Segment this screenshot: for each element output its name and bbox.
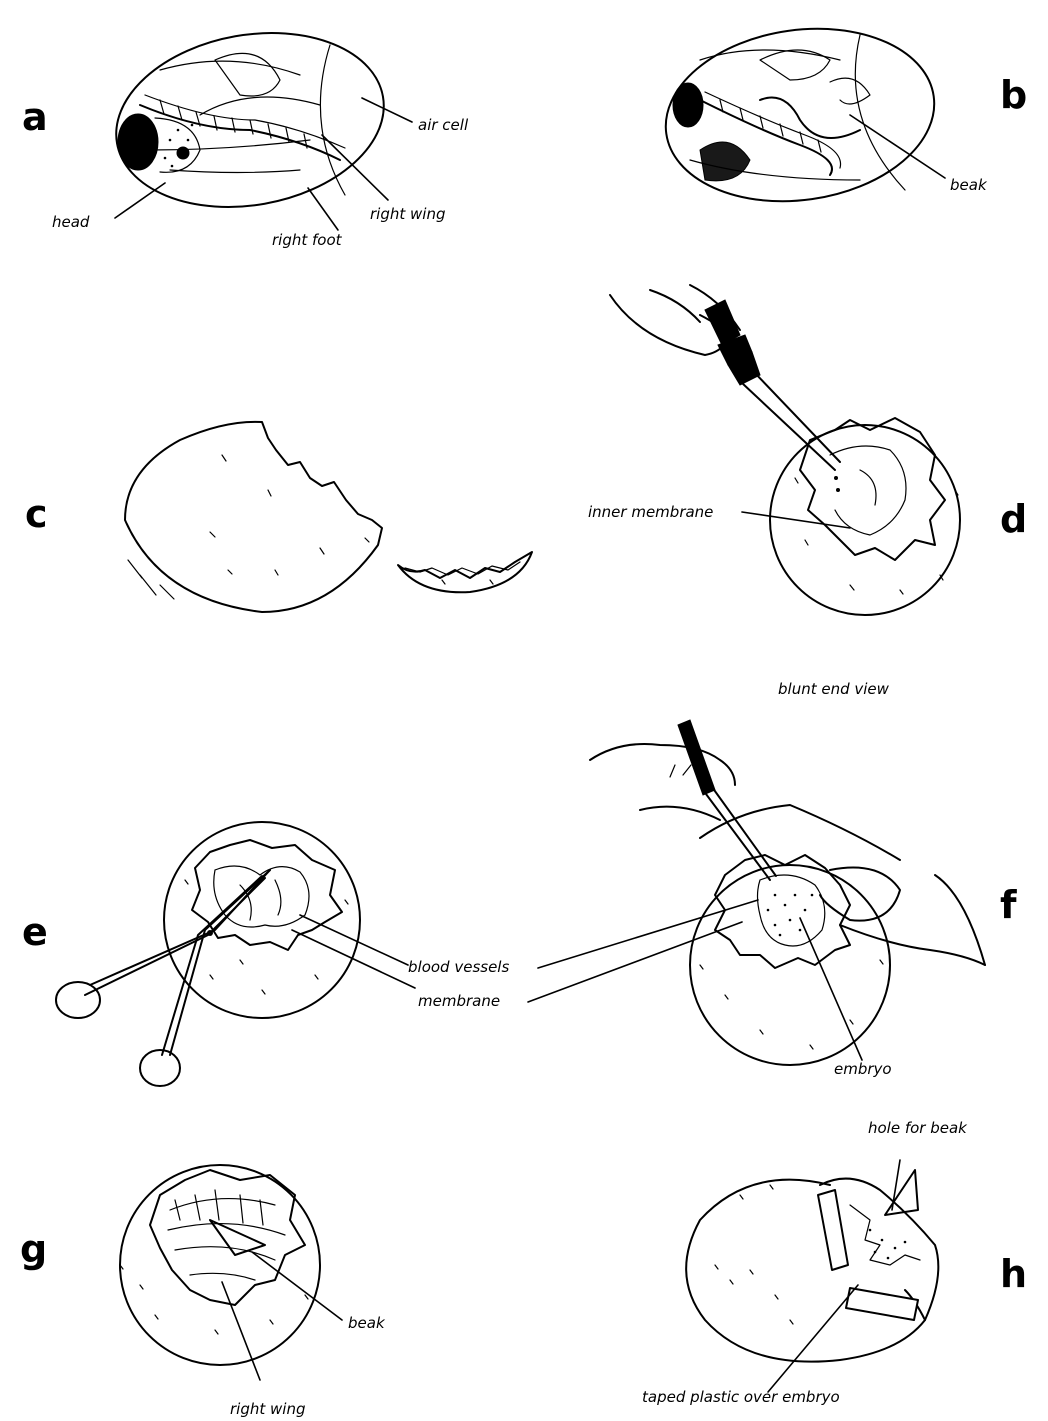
panel-letter-h: h (1000, 1252, 1027, 1296)
label-taped-plastic: taped plastic over embryo (642, 1388, 840, 1406)
label-head: head (52, 213, 90, 231)
label-beak-g: beak (348, 1314, 386, 1332)
panel-letter-b: b (1000, 73, 1027, 117)
egg-with-embryo-b (654, 12, 945, 218)
cut-eggshell (125, 422, 532, 612)
egg-with-scissors (56, 822, 360, 1086)
label-blood-vessels: blood vessels (408, 958, 509, 976)
label-inner-membrane: inner membrane (588, 503, 713, 521)
label-membrane: membrane (418, 992, 500, 1010)
caption-blunt-end-view: blunt end view (778, 680, 890, 698)
label-beak-b: beak (950, 176, 988, 194)
hand-with-dropper (610, 285, 840, 470)
label-hole-for-beak: hole for beak (868, 1119, 968, 1137)
panel-g: g beak right wing (20, 1165, 386, 1418)
panel-letter-d: d (1000, 497, 1027, 541)
label-air-cell: air cell (418, 116, 469, 134)
panel-letter-g: g (20, 1227, 47, 1271)
label-embryo: embryo (834, 1060, 892, 1078)
label-right-wing-a: right wing (370, 205, 445, 223)
panel-b: b beak (654, 12, 1027, 218)
panel-letter-f: f (1000, 883, 1017, 927)
panel-h: h hole for beak taped plastic over embry… (642, 1119, 1027, 1406)
egg-blunt-end (770, 418, 960, 615)
label-right-foot: right foot (272, 231, 343, 249)
panel-c: c (25, 422, 532, 612)
panel-a: a air cell head right wing right foot (22, 13, 469, 249)
panel-d: d inner membrane (588, 285, 1027, 615)
panel-e: e (22, 822, 415, 1086)
egg-with-embryo-g (120, 1165, 320, 1365)
egg-with-taped-plastic (686, 1170, 938, 1362)
hand-with-forceps (590, 720, 985, 965)
panel-letter-a: a (22, 95, 48, 139)
panel-letter-c: c (25, 492, 48, 536)
panel-letter-e: e (22, 910, 48, 954)
label-right-wing-g: right wing (230, 1400, 305, 1418)
egg-with-embryo-exposed (690, 855, 890, 1065)
panel-f: f blood vessels membrane (408, 720, 1017, 1078)
